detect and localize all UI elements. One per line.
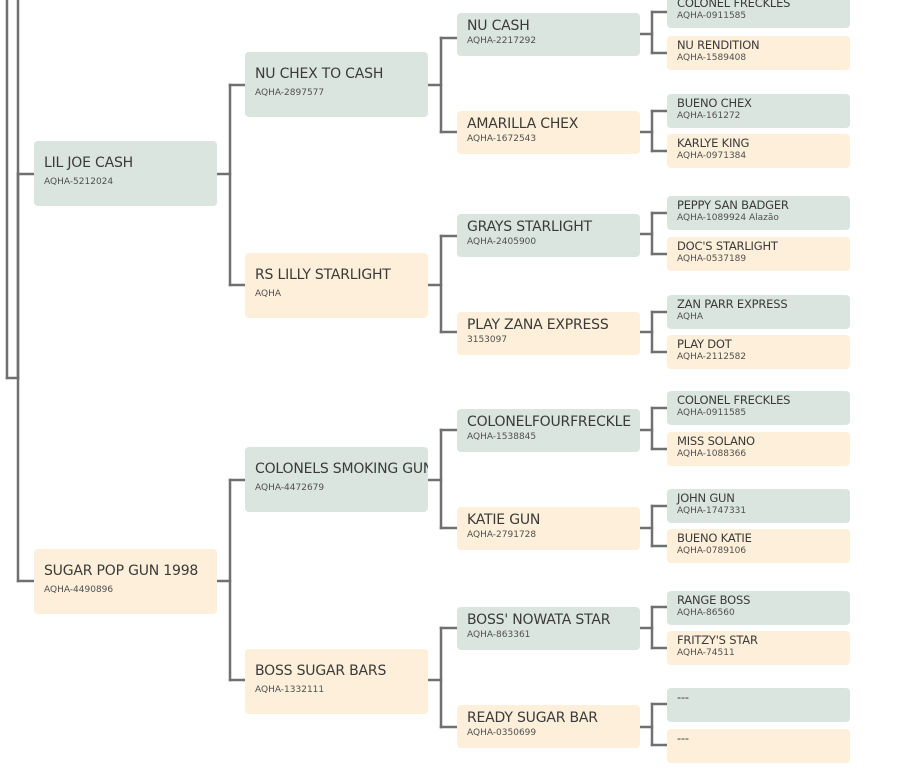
horse-card-sire-sire-sire[interactable]: NU CASH AQHA-2217292 <box>457 13 640 56</box>
horse-name: DOC'S STARLIGHT <box>677 239 778 253</box>
horse-registration: AQHA-74511 <box>677 648 735 658</box>
horse-card-sire[interactable]: LIL JOE CASH AQHA-5212024 <box>34 141 217 206</box>
horse-name: NU CASH <box>467 18 530 34</box>
horse-name: RS LILLY STARLIGHT <box>255 267 391 283</box>
horse-card-dam-sire-sire-dam[interactable]: MISS SOLANO AQHA-1088366 <box>667 432 850 466</box>
horse-card-dam-dam-dam[interactable]: READY SUGAR BAR AQHA-0350699 <box>457 705 640 748</box>
horse-registration: AQHA-4472679 <box>255 483 325 493</box>
horse-registration: AQHA-863361 <box>467 630 531 640</box>
horse-name: KATIE GUN <box>467 512 541 528</box>
horse-registration: AQHA-1089924 Alazão <box>677 213 779 223</box>
horse-name: COLONELFOURFRECKLE <box>467 414 631 430</box>
horse-name: BUENO CHEX <box>677 96 752 110</box>
horse-name: COLONEL FRECKLES <box>677 393 791 407</box>
horse-card-dam-dam-dam-dam[interactable]: --- <box>667 729 850 763</box>
horse-name: GRAYS STARLIGHT <box>467 219 592 235</box>
horse-card-sire-sire-sire-dam[interactable]: NU RENDITION AQHA-1589408 <box>667 36 850 70</box>
horse-name: COLONELS SMOKING GUN <box>255 461 428 477</box>
horse-registration: AQHA-0350699 <box>467 728 537 738</box>
horse-registration: AQHA-161272 <box>677 111 741 121</box>
horse-name: SUGAR POP GUN 1998 <box>44 563 199 579</box>
horse-name: --- <box>677 731 689 745</box>
horse-card-dam-sire-sire[interactable]: COLONELFOURFRECKLE AQHA-1538845 <box>457 409 640 452</box>
horse-registration: AQHA-0789106 <box>677 546 747 556</box>
horse-registration: AQHA-1747331 <box>677 506 747 516</box>
horse-registration: AQHA-1538845 <box>467 432 537 442</box>
horse-card-dam-dam-dam-sire[interactable]: --- <box>667 688 850 722</box>
horse-name: LIL JOE CASH <box>44 155 133 171</box>
horse-registration: AQHA-86560 <box>677 608 735 618</box>
horse-registration: AQHA-0911585 <box>677 408 747 418</box>
horse-name: MISS SOLANO <box>677 434 755 448</box>
horse-card-sire-dam[interactable]: RS LILLY STARLIGHT AQHA <box>245 253 428 318</box>
horse-registration: AQHA-5212024 <box>44 177 114 187</box>
horse-registration: AQHA-1589408 <box>677 53 747 63</box>
horse-name: PLAY DOT <box>677 337 732 351</box>
horse-registration: AQHA-0971384 <box>677 151 747 161</box>
horse-registration: AQHA-0911585 <box>677 11 747 21</box>
horse-registration: AQHA-2217292 <box>467 36 537 46</box>
horse-name: COLONEL FRECKLES <box>677 0 791 10</box>
horse-name: BOSS SUGAR BARS <box>255 663 387 679</box>
horse-registration: AQHA <box>677 312 704 322</box>
horse-card-dam-dam[interactable]: BOSS SUGAR BARS AQHA-1332111 <box>245 649 428 714</box>
horse-card-dam-sire[interactable]: COLONELS SMOKING GUN AQHA-4472679 <box>245 447 428 512</box>
horse-registration: AQHA-1332111 <box>255 685 325 695</box>
horse-card-sire-dam-dam-sire[interactable]: ZAN PARR EXPRESS AQHA <box>667 295 850 329</box>
horse-card-sire-sire-dam-sire[interactable]: BUENO CHEX AQHA-161272 <box>667 94 850 128</box>
horse-registration: AQHA-2791728 <box>467 530 537 540</box>
horse-card-sire-dam-sire-sire[interactable]: PEPPY SAN BADGER AQHA-1089924 Alazão <box>667 196 850 230</box>
horse-registration: AQHA-2405900 <box>467 237 537 247</box>
horse-card-dam-sire-dam-dam[interactable]: BUENO KATIE AQHA-0789106 <box>667 529 850 563</box>
horse-registration: AQHA-1088366 <box>677 449 747 459</box>
horse-card-sire-sire[interactable]: NU CHEX TO CASH AQHA-2897577 <box>245 52 428 117</box>
horse-name: AMARILLA CHEX <box>467 116 579 132</box>
horse-card-dam-dam-sire-dam[interactable]: FRITZY'S STAR AQHA-74511 <box>667 631 850 665</box>
horse-name: ZAN PARR EXPRESS <box>677 297 788 311</box>
horse-name: READY SUGAR BAR <box>467 710 598 726</box>
horse-card-dam-sire-sire-sire[interactable]: COLONEL FRECKLES AQHA-0911585 <box>667 391 850 425</box>
horse-card-sire-dam-dam[interactable]: PLAY ZANA EXPRESS 3153097 <box>457 312 640 355</box>
horse-registration: AQHA <box>255 289 282 299</box>
horse-name: PLAY ZANA EXPRESS <box>467 317 609 333</box>
horse-card-sire-sire-dam[interactable]: AMARILLA CHEX AQHA-1672543 <box>457 111 640 154</box>
horse-name: JOHN GUN <box>677 491 735 505</box>
horse-name: BOSS' NOWATA STAR <box>467 612 611 628</box>
horse-name: RANGE BOSS <box>677 593 751 607</box>
horse-registration: AQHA-2112582 <box>677 352 747 362</box>
horse-name: PEPPY SAN BADGER <box>677 198 789 212</box>
horse-registration: AQHA-2897577 <box>255 88 325 98</box>
horse-name: --- <box>677 690 689 704</box>
horse-card-dam[interactable]: SUGAR POP GUN 1998 AQHA-4490896 <box>34 549 217 614</box>
horse-registration: 3153097 <box>467 335 508 345</box>
horse-card-dam-sire-dam-sire[interactable]: JOHN GUN AQHA-1747331 <box>667 489 850 523</box>
horse-card-sire-sire-sire-sire[interactable]: COLONEL FRECKLES AQHA-0911585 <box>667 0 850 28</box>
horse-name: BUENO KATIE <box>677 531 752 545</box>
horse-card-sire-dam-sire-dam[interactable]: DOC'S STARLIGHT AQHA-0537189 <box>667 237 850 271</box>
horse-card-sire-dam-dam-dam[interactable]: PLAY DOT AQHA-2112582 <box>667 335 850 369</box>
horse-card-sire-sire-dam-dam[interactable]: KARLYE KING AQHA-0971384 <box>667 134 850 168</box>
horse-card-sire-dam-sire[interactable]: GRAYS STARLIGHT AQHA-2405900 <box>457 214 640 257</box>
horse-name: NU CHEX TO CASH <box>255 66 384 82</box>
horse-card-dam-dam-sire-sire[interactable]: RANGE BOSS AQHA-86560 <box>667 591 850 625</box>
horse-name: NU RENDITION <box>677 38 760 52</box>
horse-card-dam-sire-dam[interactable]: KATIE GUN AQHA-2791728 <box>457 507 640 550</box>
horse-name: KARLYE KING <box>677 136 750 150</box>
horse-registration: AQHA-4490896 <box>44 585 114 595</box>
horse-name: FRITZY'S STAR <box>677 633 758 647</box>
horse-card-dam-dam-sire[interactable]: BOSS' NOWATA STAR AQHA-863361 <box>457 607 640 650</box>
horse-registration: AQHA-0537189 <box>677 254 747 264</box>
horse-registration: AQHA-1672543 <box>467 134 537 144</box>
